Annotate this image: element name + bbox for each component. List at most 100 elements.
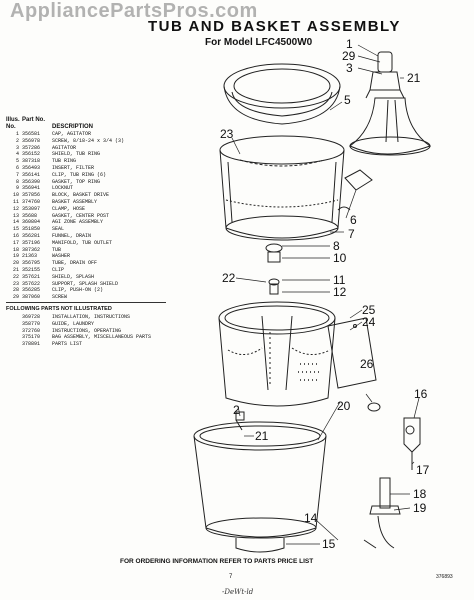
illus-no-cell: 19 xyxy=(12,253,19,260)
illus-no-cell-empty xyxy=(6,328,22,335)
description-cell: WASHER xyxy=(52,253,71,260)
description-cell: LOCKNUT xyxy=(52,185,74,192)
part-no-cell: 357196 xyxy=(22,239,41,246)
description-cell: MANIFOLD, TUB OUTLET xyxy=(52,239,113,246)
ordering-footer: FOR ORDERING INFORMATION REFER TO PARTS … xyxy=(120,558,314,565)
description-cell: SEAL xyxy=(52,226,65,233)
callout-23: 23 xyxy=(220,127,234,141)
illus-no-cell: 16 xyxy=(12,232,19,239)
callout-26: 26 xyxy=(360,357,374,371)
part-no-cell: 357622 xyxy=(22,280,41,287)
table-divider xyxy=(6,301,166,303)
tub-assembly-part xyxy=(219,135,345,241)
description-cell: CLAMP, HOSE xyxy=(52,205,86,212)
drive-block-part xyxy=(265,243,283,295)
description-cell: CLIP, TUB RING (6) xyxy=(52,171,107,178)
part-no-cell: 35688 xyxy=(22,212,38,219)
part-no-cell: 357621 xyxy=(22,273,41,280)
part-no-cell: 378891 xyxy=(22,341,41,348)
description-cell: TUB RING xyxy=(52,158,77,165)
illus-no-cell: 11 xyxy=(12,198,19,205)
part-no-cell: 357856 xyxy=(22,192,41,199)
part-no-cell: 353097 xyxy=(22,205,41,212)
part-no-cell: 356978 xyxy=(22,137,41,144)
part-no-cell: 375170 xyxy=(22,334,41,341)
header-part-no: Part No. xyxy=(22,117,46,123)
callout-21: 21 xyxy=(407,71,421,85)
illus-no-cell: 10 xyxy=(12,192,19,199)
part-no-cell: 352155 xyxy=(22,266,41,273)
part-no-cell: 387060 xyxy=(22,294,41,301)
callout-2: 2 xyxy=(233,403,240,417)
illus-no-cell: 9 xyxy=(15,185,19,192)
description-cell: INSERT, FILTER xyxy=(52,164,95,171)
document-number: 376893 xyxy=(436,574,453,580)
part-no-cell: 369728 xyxy=(22,313,41,320)
callout-19: 19 xyxy=(413,501,427,515)
basket-part xyxy=(218,301,336,407)
description-cell: TUB xyxy=(52,246,62,253)
illus-no-cell: 2 xyxy=(15,137,19,144)
not-illustrated-label: FOLLOWING PARTS NOT ILLUSTRATED xyxy=(6,305,112,312)
illus-no-cell: 23 xyxy=(12,280,19,287)
description-cell: GUIDE, LAUNDRY xyxy=(52,320,95,327)
illus-no-cell: 6 xyxy=(15,164,19,171)
part-no-cell: 356141 xyxy=(22,171,41,178)
illus-no-cell-empty xyxy=(6,334,22,341)
callout-8: 8 xyxy=(333,239,340,253)
drain-manifold-part xyxy=(363,477,401,549)
callout-29: 29 xyxy=(342,49,356,63)
description-cell: AGITATOR xyxy=(52,144,77,151)
part-no-cell: 21363 xyxy=(22,253,38,260)
description-cell: CAP, AGITATOR xyxy=(52,131,92,137)
part-no-cell: 356493 xyxy=(22,164,41,171)
watermark: AppliancePartsPros.com xyxy=(10,0,258,22)
illus-no-cell: 5 xyxy=(15,158,19,165)
illus-no-cell-empty xyxy=(6,321,22,328)
description-cell: CLIP, PUSH-ON (2) xyxy=(52,287,104,294)
callout-25: 25 xyxy=(362,303,376,317)
illus-no-cell: 17 xyxy=(12,239,19,246)
description-cell: INSTRUCTIONS, OPERATING xyxy=(52,327,122,334)
part-no-cell: 356390 xyxy=(22,178,41,185)
header-description: DESCRIPTION xyxy=(52,124,94,130)
callout-21b: 21 xyxy=(255,429,269,443)
description-cell: BASKET ASSEMBLY xyxy=(52,198,98,205)
description-cell: SHIELD, TUB RING xyxy=(52,151,101,158)
illus-no-cell: 1 xyxy=(15,131,19,137)
illus-no-cell: 12 xyxy=(12,205,19,212)
callout-14: 14 xyxy=(304,511,318,525)
illus-no-cell-empty xyxy=(6,314,22,321)
callout-3: 3 xyxy=(346,61,353,75)
callout-15: 15 xyxy=(322,537,336,551)
callout-10: 10 xyxy=(333,251,347,265)
description-cell: SCREW, 8/18-24 x 3/4 (3) xyxy=(52,137,125,144)
part-no-cell: 374760 xyxy=(22,198,41,205)
part-no-cell: 387318 xyxy=(22,158,41,165)
